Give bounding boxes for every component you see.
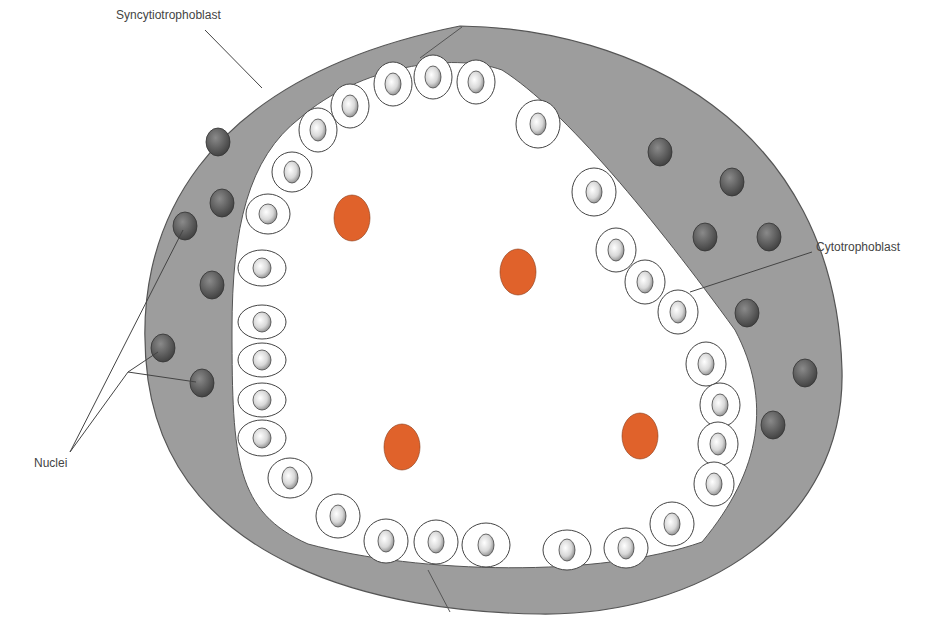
part-label: Nuclei xyxy=(34,456,67,470)
part-label: Cytotrophoblast xyxy=(816,240,900,254)
cell-boundary xyxy=(420,27,462,58)
syncytial-nuclei xyxy=(151,128,817,439)
inner-cell-mass-dots xyxy=(334,195,658,470)
leader-lines xyxy=(70,30,812,452)
inner-cavity xyxy=(232,63,757,568)
part-label: Syncytiotrophoblast xyxy=(116,8,221,22)
cytotrophoblast-cells xyxy=(238,55,740,570)
cytotrophoblast-nuclei xyxy=(253,66,728,561)
cell-boundary xyxy=(428,570,450,612)
syncytiotrophoblast-layer xyxy=(145,26,842,614)
